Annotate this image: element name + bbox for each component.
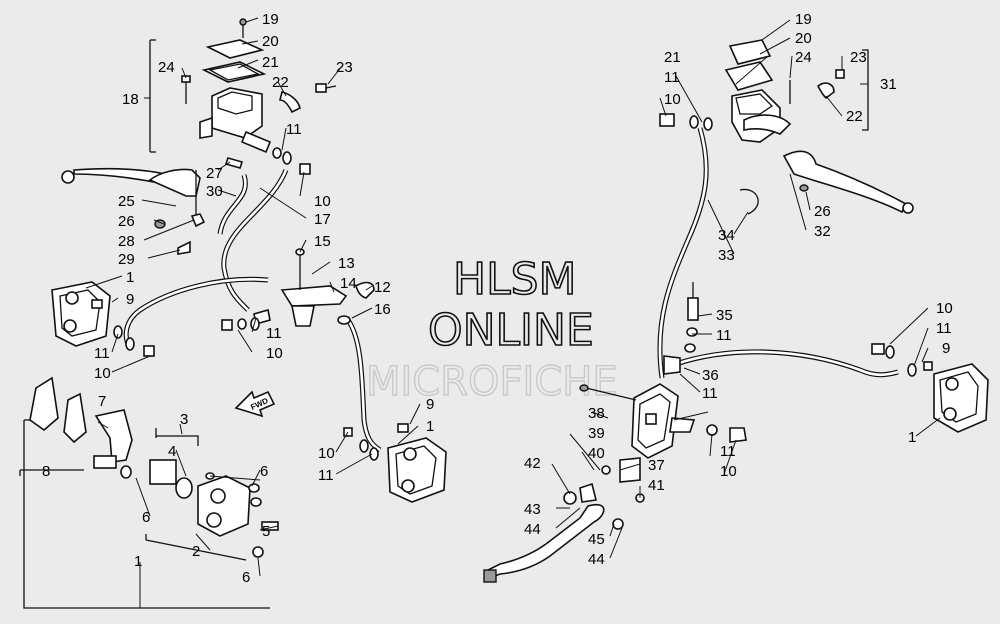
- callout: 33: [718, 247, 735, 264]
- watermark-line2: ONLINE: [428, 305, 594, 356]
- rear-brake-master-and-pedal: [483, 383, 747, 583]
- callout: 22: [272, 74, 289, 91]
- callout: 12: [374, 279, 391, 296]
- callout: 3: [180, 411, 188, 428]
- callout: 1: [134, 553, 142, 570]
- callout: 11: [94, 345, 110, 362]
- callout: 31: [880, 76, 897, 93]
- callout: 20: [262, 33, 279, 50]
- callout: 40: [588, 445, 605, 462]
- callout: 11: [664, 69, 680, 86]
- callout: 1: [126, 269, 134, 286]
- callout: 22: [846, 108, 863, 125]
- callout: 11: [702, 385, 718, 402]
- callout: 20: [795, 30, 812, 47]
- right-brake-hoses: [657, 127, 899, 379]
- callout: 11: [720, 443, 736, 460]
- callout: 24: [795, 49, 812, 66]
- callout: 16: [374, 301, 391, 318]
- watermark-line1: HLSM: [453, 254, 577, 305]
- callout: 11: [716, 327, 732, 344]
- callout: 44: [524, 521, 541, 538]
- right-caliper: [871, 343, 989, 433]
- callout: 10: [314, 193, 331, 210]
- callout: 27: [206, 165, 223, 182]
- left-brake-lever: [61, 157, 244, 255]
- callout: 9: [426, 396, 434, 413]
- left-caliper-upper: [51, 281, 155, 357]
- callout: 26: [118, 213, 135, 230]
- callout: 37: [648, 457, 665, 474]
- callout: 36: [702, 367, 719, 384]
- callout: 19: [262, 11, 279, 28]
- callout: 45: [588, 531, 605, 548]
- callout: 43: [524, 501, 541, 518]
- callout: 39: [588, 425, 605, 442]
- callout: 11: [936, 320, 952, 337]
- callout: 25: [118, 193, 135, 210]
- callout: 17: [314, 211, 331, 228]
- callout: 10: [936, 300, 953, 317]
- callout: 23: [850, 49, 867, 66]
- callout: 29: [118, 251, 135, 268]
- callout: 26: [814, 203, 831, 220]
- callout: 9: [942, 340, 950, 357]
- callout: 24: [158, 59, 175, 76]
- callout: 10: [318, 445, 335, 462]
- leader-lines: [85, 17, 941, 608]
- callout: 34: [718, 227, 735, 244]
- right-brake-lever: [739, 150, 914, 215]
- left-caliper-lower: [343, 423, 447, 503]
- callout: 10: [664, 91, 681, 108]
- callout: 9: [126, 291, 134, 308]
- fwd-arrow: FWD: [234, 390, 276, 418]
- callout: 42: [524, 455, 541, 472]
- callout: 14: [340, 275, 357, 292]
- left-brake-hoses: [123, 169, 382, 453]
- callout: 32: [814, 223, 831, 240]
- callout: 2: [192, 543, 200, 560]
- callout: 28: [118, 233, 135, 250]
- callout: 11: [266, 325, 282, 342]
- callout: 6: [142, 509, 150, 526]
- callout: 21: [664, 49, 681, 66]
- left-caliper-assembly-exploded: [19, 376, 279, 609]
- callout: 30: [206, 183, 223, 200]
- callout: 35: [716, 307, 733, 324]
- callout: 44: [588, 551, 605, 568]
- left-master-cylinder-group: [149, 18, 337, 175]
- callout: 21: [262, 54, 279, 71]
- callout: 4: [168, 443, 176, 460]
- callout: 8: [42, 463, 50, 480]
- callout: 19: [795, 11, 812, 28]
- callout: 41: [648, 477, 665, 494]
- callout: 6: [260, 463, 268, 480]
- callout: 10: [94, 365, 111, 382]
- watermark-line3: MICROFICHE: [366, 359, 618, 405]
- callout: 5: [262, 523, 270, 540]
- callout-labels: 19 20 24 21 18 22 23 11 27 30 10 25 26 1…: [42, 11, 953, 586]
- callout: 38: [588, 405, 605, 422]
- callout: 11: [318, 467, 334, 484]
- callout: 10: [720, 463, 737, 480]
- callout: 10: [266, 345, 283, 362]
- callout: 13: [338, 255, 355, 272]
- callout: 15: [314, 233, 331, 250]
- right-master-cylinder-group: [659, 39, 869, 143]
- callout: 1: [908, 429, 916, 446]
- callout: 7: [98, 393, 106, 410]
- callout: 11: [286, 121, 302, 138]
- callout: 1: [426, 418, 434, 435]
- callout: 6: [242, 569, 250, 586]
- callout: 18: [122, 91, 139, 108]
- callout: 23: [336, 59, 353, 76]
